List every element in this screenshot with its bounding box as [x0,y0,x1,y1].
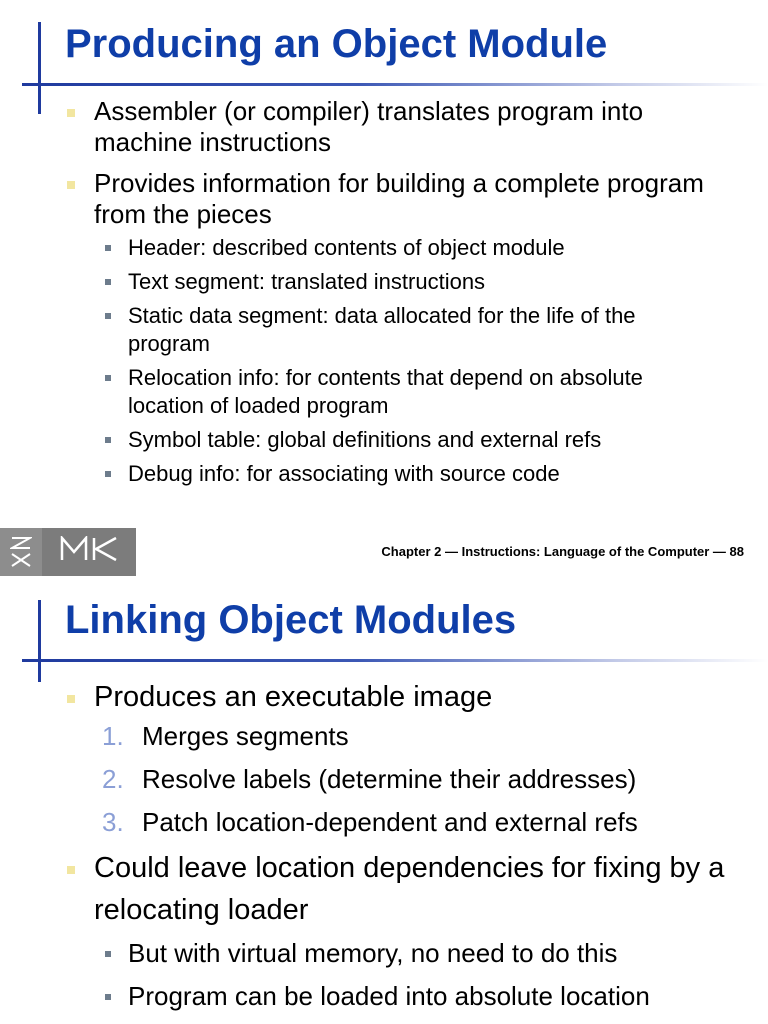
sub-bullet-item: Text segment: translated instructions [94,268,738,296]
slide-title: Linking Object Modules [65,598,517,642]
sub-bullet-square-icon [105,313,111,319]
sub-bullet-square-icon [105,437,111,443]
bullet-list: Produces an executable image 1. Merges s… [0,676,768,1021]
sub-bullet-square-icon [105,375,111,381]
publisher-logo [0,528,136,576]
title-underline [22,83,768,86]
sub-bullet-item: But with virtual memory, no need to do t… [94,935,738,971]
numbered-item-text: Resolve labels (determine their addresse… [142,764,637,794]
logo-side-strip [0,528,42,576]
numbered-list: 1. Merges segments 2. Resolve labels (de… [94,718,738,840]
slide-footer: Chapter 2 — Instructions: Language of th… [0,528,768,576]
bullet-item: Produces an executable image 1. Merges s… [0,676,768,840]
sub-bullet-text: Header: described contents of object mod… [128,235,565,260]
sub-bullet-square-icon [105,994,111,1000]
item-number: 2. [102,764,124,794]
numbered-item-text: Merges segments [142,721,349,751]
bullet-text: Assembler (or compiler) translates progr… [94,96,644,157]
sub-bullet-text: Relocation info: for contents that depen… [128,365,643,418]
slide-title: Producing an Object Module [65,22,608,66]
sub-bullet-item: Header: described contents of object mod… [94,234,738,262]
sub-bullet-square-icon [105,245,111,251]
sub-bullet-text: Program can be loaded into absolute loca… [128,981,650,1011]
sub-bullet-text: Debug info: for associating with source … [128,461,560,486]
logo-mark-icon [10,537,32,567]
sub-bullet-square-icon [105,279,111,285]
numbered-item: 3. Patch location-dependent and external… [94,804,738,840]
sub-bullet-item: Debug info: for associating with source … [94,460,738,488]
sub-bullet-item: Static data segment: data allocated for … [94,302,738,358]
sub-bullet-text: But with virtual memory, no need to do t… [128,938,618,968]
bullet-item: Could leave location dependencies for fi… [0,847,768,1014]
bullet-square-icon [67,109,75,117]
bullet-text: Could leave location dependencies for fi… [94,852,725,926]
bullet-item: Assembler (or compiler) translates progr… [0,96,768,158]
bullet-text: Produces an executable image [94,681,493,713]
footer-chapter-label: Chapter 2 — Instructions: Language of th… [381,544,744,559]
title-accent-bar [38,600,41,682]
sub-bullet-list: But with virtual memory, no need to do t… [94,935,738,1014]
numbered-item: 1. Merges segments [94,718,738,754]
sub-bullet-text: Symbol table: global definitions and ext… [128,427,602,452]
bullet-square-icon [67,695,75,703]
bullet-square-icon [67,866,75,874]
sub-bullet-square-icon [105,471,111,477]
slide-linking-object-modules: Linking Object Modules Produces an execu… [0,578,768,1024]
sub-bullet-item: Symbol table: global definitions and ext… [94,426,738,454]
bullet-item: Provides information for building a comp… [0,168,768,488]
numbered-item-text: Patch location-dependent and external re… [142,807,638,837]
sub-bullet-square-icon [105,951,111,957]
sub-bullet-text: Text segment: translated instructions [128,269,486,294]
sub-bullet-text: Static data segment: data allocated for … [128,303,636,356]
title-underline [22,659,768,662]
sub-bullet-list: Header: described contents of object mod… [94,234,738,488]
sub-bullet-item: Relocation info: for contents that depen… [94,364,738,420]
mk-logo-icon [60,536,117,562]
title-accent-bar [38,22,41,114]
bullet-list: Assembler (or compiler) translates progr… [0,96,768,498]
bullet-square-icon [67,181,75,189]
item-number: 3. [102,807,124,837]
numbered-item: 2. Resolve labels (determine their addre… [94,761,738,797]
item-number: 1. [102,721,124,751]
sub-bullet-item: Program can be loaded into absolute loca… [94,978,738,1014]
slide-producing-object-module: Producing an Object Module Assembler (or… [0,22,768,576]
bullet-text: Provides information for building a comp… [94,168,704,229]
